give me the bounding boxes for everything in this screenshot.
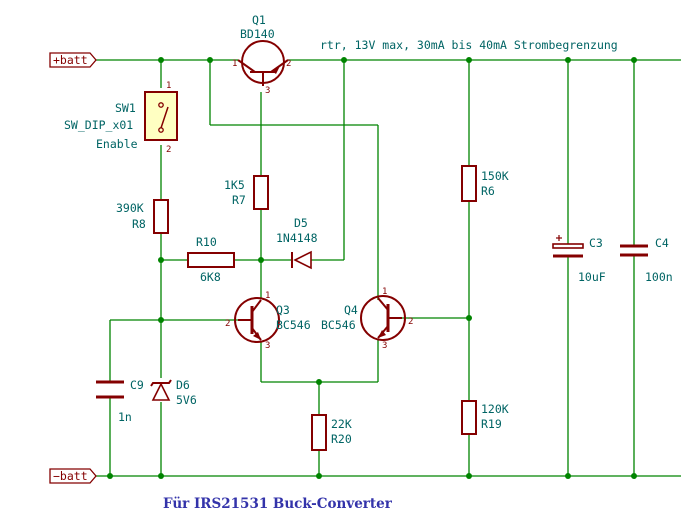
zener-diode-d6: D6 5V6 — [150, 378, 197, 407]
junction-dot — [341, 57, 347, 63]
q3-ref: Q3 — [276, 303, 290, 317]
q4-value: BC546 — [321, 318, 356, 332]
r8-value: 390K — [116, 201, 144, 215]
q1-value: BD140 — [240, 27, 275, 41]
r19-value: 120K — [481, 402, 509, 416]
junction-dot — [466, 57, 472, 63]
transistor-q1: 1 2 3 Q1 BD140 — [232, 13, 291, 96]
resistor-r20: 22K R20 — [311, 414, 352, 451]
r6-value: 150K — [481, 169, 509, 183]
sw1-value: SW_DIP_x01 — [64, 118, 133, 132]
transistor-q3: 2 1 3 Q3 BC546 — [225, 291, 311, 351]
resistor-r8: 390K R8 — [116, 199, 169, 234]
sw1-pin-2: 2 — [166, 145, 171, 155]
r7-value: 1K5 — [224, 178, 245, 192]
capacitor-c3: C3 10uF — [552, 235, 606, 284]
junction-dot — [466, 315, 472, 321]
c3-value: 10uF — [578, 270, 606, 284]
junction-dot — [107, 473, 113, 479]
sw1-extra: Enable — [96, 137, 138, 151]
junction-dot — [316, 379, 322, 385]
sw1-ref: SW1 — [115, 101, 136, 115]
q3-pin-1: 1 — [265, 291, 270, 301]
q3-value: BC546 — [276, 318, 311, 332]
junction-dot — [158, 473, 164, 479]
junctions — [107, 57, 637, 479]
wires — [96, 59, 681, 477]
r6-ref: R6 — [481, 184, 495, 198]
sw1-pin-1: 1 — [166, 81, 171, 91]
junction-dot — [316, 473, 322, 479]
r8-ref: R8 — [132, 217, 146, 231]
junction-dot — [207, 57, 213, 63]
c3-ref: C3 — [589, 236, 603, 250]
net-label-vminus-text: −batt — [53, 469, 88, 483]
c9-value: 1n — [118, 410, 132, 424]
r10-value: 6K8 — [200, 270, 221, 284]
junction-dot — [158, 317, 164, 323]
junction-dot — [158, 257, 164, 263]
resistor-r6: 150K R6 — [461, 165, 509, 202]
net-label-vminus: −batt — [49, 468, 97, 484]
resistor-r7: 1K5 R7 — [224, 175, 269, 210]
net-label-vplus: +batt — [49, 52, 97, 68]
d5-value: 1N4148 — [276, 231, 318, 245]
net-label-vplus-text: +batt — [53, 53, 88, 67]
q1-ref: Q1 — [252, 13, 266, 27]
transistor-q4: 2 1 3 Q4 BC546 — [321, 287, 413, 351]
q3-pin-2: 2 — [225, 319, 230, 329]
c9-ref: C9 — [130, 378, 144, 392]
design-note: rtr, 13V max, 30mA bis 40mA Strombegrenz… — [320, 38, 618, 52]
junction-dot — [565, 473, 571, 479]
switch-sw1: 1 2 SW1 SW_DIP_x01 Enable — [64, 81, 178, 155]
c4-ref: C4 — [655, 236, 669, 250]
q4-pin-1: 1 — [382, 287, 387, 297]
junction-dot — [565, 57, 571, 63]
q3-pin-3: 3 — [265, 341, 270, 351]
q1-pin-2: 2 — [286, 59, 291, 69]
d6-ref: D6 — [176, 378, 190, 392]
capacitor-c9: C9 1n — [96, 378, 144, 424]
r10-ref: R10 — [196, 235, 217, 249]
junction-dot — [631, 57, 637, 63]
r7-ref: R7 — [232, 193, 246, 207]
r20-ref: R20 — [331, 432, 352, 446]
d5-ref: D5 — [294, 216, 308, 230]
junction-dot — [258, 257, 264, 263]
q4-ref: Q4 — [344, 303, 358, 317]
q4-pin-3: 3 — [382, 341, 387, 351]
capacitor-c4: C4 100n — [620, 236, 673, 284]
r19-ref: R19 — [481, 417, 502, 431]
c4-value: 100n — [645, 270, 673, 284]
junction-dot — [158, 57, 164, 63]
diode-d5: D5 1N4148 — [276, 216, 318, 270]
resistor-r10: R10 6K8 — [187, 235, 235, 284]
q1-pin-1: 1 — [232, 59, 237, 69]
d6-value: 5V6 — [176, 393, 197, 407]
q4-pin-2: 2 — [408, 317, 413, 327]
resistor-r19: 120K R19 — [461, 400, 509, 435]
r20-value: 22K — [331, 417, 352, 431]
footer-title: Für IRS21531 Buck-Converter — [163, 496, 393, 512]
junction-dot — [466, 473, 472, 479]
q1-pin-3: 3 — [265, 86, 270, 96]
junction-dot — [631, 473, 637, 479]
